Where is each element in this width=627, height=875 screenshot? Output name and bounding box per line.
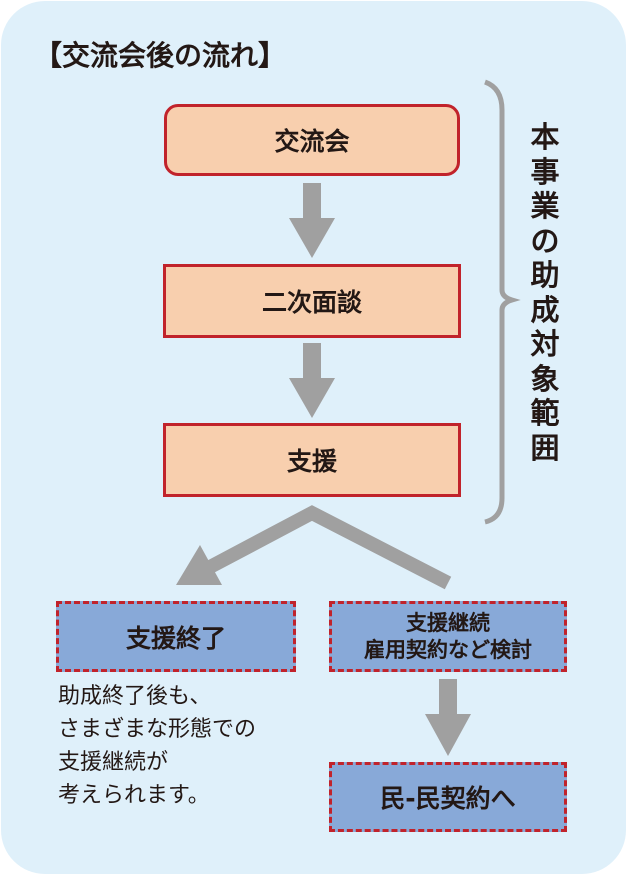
scope-char: 囲	[530, 430, 560, 465]
subsidy-scope-label: 本 事 業 の 助 成 対 象 範 囲	[523, 120, 567, 465]
scope-char: 本	[530, 120, 560, 154]
branch-label-line: 支援継続	[406, 610, 490, 635]
branch-split-arrow	[176, 505, 452, 590]
note-line: 助成終了後も、	[58, 684, 212, 709]
scope-char: 事	[530, 154, 560, 189]
scope-char: 範	[530, 396, 560, 430]
scope-char: 成	[530, 292, 560, 327]
branch-support-continue: 支援継続 雇用契約など検討	[329, 601, 567, 672]
step-label: 交流会	[274, 127, 350, 156]
step-second-interview: 二次面談	[163, 264, 461, 338]
note-line: 考えられます。	[58, 783, 210, 808]
step-label: 二次面談	[261, 288, 362, 317]
scope-char: 助	[530, 258, 560, 292]
branch-label-line: 雇用契約など検討	[364, 637, 532, 662]
branch-label: 支援終了	[125, 623, 226, 653]
scope-char: の	[530, 223, 560, 258]
branch-support-end: 支援終了	[56, 601, 296, 672]
branch-label: 民-民契約へ	[380, 784, 516, 813]
note-line: さまざまな形態での	[58, 717, 257, 742]
bracket-icon	[484, 79, 521, 525]
support-end-note: 助成終了後も、 さまざまな形態での 支援継続が 考えられます。	[58, 680, 256, 812]
arrow-down-icon	[289, 343, 335, 418]
scope-char: 業	[530, 189, 560, 223]
note-line: 支援継続が	[58, 750, 169, 775]
step-support: 支援	[163, 423, 461, 497]
arrow-down-icon	[289, 183, 335, 258]
branch-private-contract: 民-民契約へ	[329, 762, 567, 832]
step-label: 支援	[286, 447, 337, 476]
diagram-title: 【交流会後の流れ】	[34, 39, 287, 72]
scope-char: 象	[530, 361, 560, 396]
scope-char: 対	[530, 327, 560, 361]
step-exchange-meeting: 交流会	[164, 104, 460, 176]
arrow-down-icon	[425, 679, 471, 756]
